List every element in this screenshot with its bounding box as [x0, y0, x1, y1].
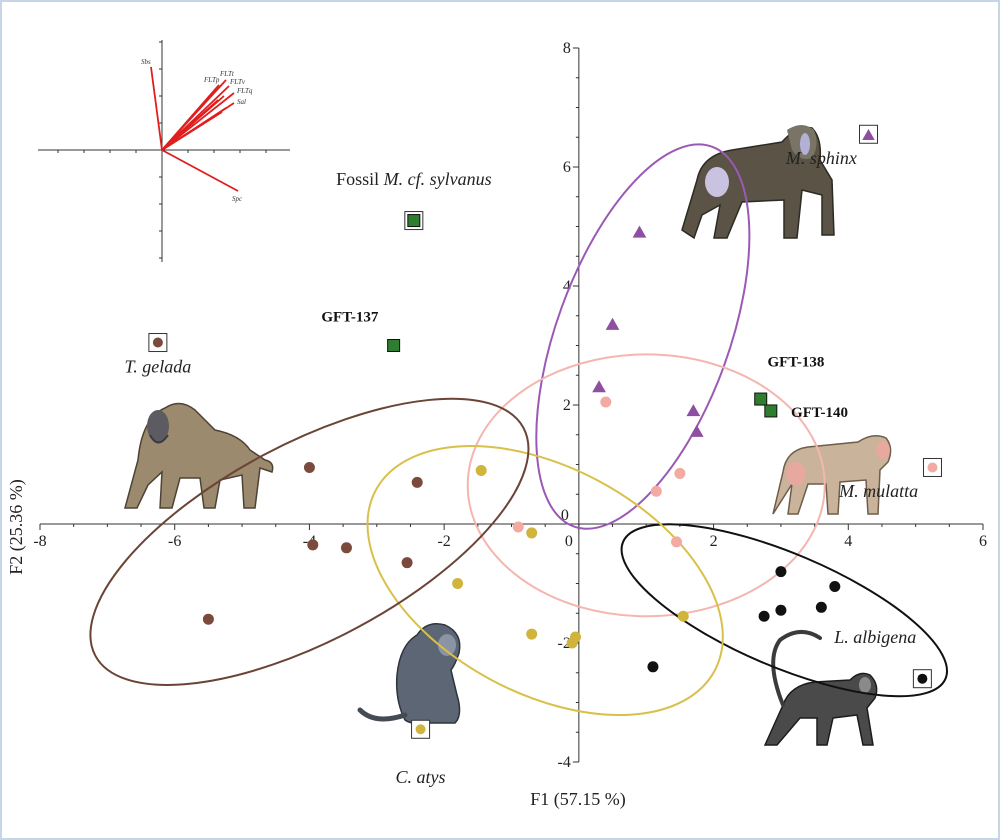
- legend-label-m-mulatta: M. mulatta: [838, 481, 918, 501]
- point-c-atys: [566, 637, 578, 649]
- inset-label-fltt: FLTt: [219, 70, 235, 78]
- inset-label-fltq: FLTq: [236, 87, 253, 95]
- legend-label-c-atys: C. atys: [396, 767, 446, 787]
- point-m-sphinx: [686, 404, 701, 417]
- fossil-label-fossil-m-cf-sylvanus: Fossil M. cf. sylvanus: [336, 169, 492, 189]
- point-l-albigena: [815, 601, 827, 613]
- specimen-label-gft-140: GFT-140: [791, 405, 848, 421]
- legend-marker-m-sphinx: [862, 129, 875, 140]
- point-t-gelada: [401, 557, 413, 569]
- x-tick-label: 6: [979, 533, 987, 550]
- point-c-atys: [526, 527, 538, 539]
- fossil-specimens: Fossil M. cf. sylvanusGFT-137GFT-138GFT-…: [321, 169, 848, 421]
- inset-label-sbs: Sbs: [141, 58, 151, 66]
- point-l-albigena: [775, 566, 787, 578]
- point-t-gelada: [340, 542, 352, 554]
- fossil-marker-gft-137: [387, 339, 401, 352]
- sooty-mangabey-illustration: [357, 623, 461, 724]
- ellipse-c-atys: [366, 445, 724, 717]
- inset-label-fltv: FLTv: [229, 78, 246, 86]
- inset-label-fltp: FLTp: [203, 76, 220, 84]
- ellipse-t-gelada: [89, 397, 530, 686]
- x-axis-title: F1 (57.15 %): [530, 789, 626, 810]
- fossil-marker-gft-138: [754, 392, 768, 406]
- point-l-albigena: [647, 661, 659, 673]
- point-c-atys: [526, 628, 538, 640]
- ellipse-m-sphinx: [535, 143, 751, 530]
- legend-label-t-gelada: T. gelada: [125, 356, 192, 376]
- y-tick-label: 2: [563, 397, 571, 414]
- grey-cheeked-mangabey-illustration: [763, 630, 878, 746]
- macaque-illustration: [772, 435, 892, 515]
- specimen-label-gft-138: GFT-138: [767, 354, 824, 370]
- point-t-gelada: [303, 461, 315, 473]
- point-t-gelada: [202, 613, 214, 625]
- data-points: [202, 225, 841, 673]
- ellipse-l-albigena: [620, 523, 949, 698]
- vector-fltp: [161, 84, 220, 151]
- legend-label-l-albigena: L. albigena: [833, 627, 916, 647]
- fossil-label-prefix: Fossil: [336, 169, 384, 189]
- fossil-marker-fossil-m-cf-sylvanus: [407, 214, 421, 228]
- point-m-sphinx: [605, 317, 620, 330]
- illustrations: [124, 125, 892, 746]
- species-legend: M. sphinx M. mulatta L. albigena C. atys T. …: [125, 124, 942, 787]
- point-m-sphinx: [632, 225, 647, 238]
- inset-vectors: [150, 66, 239, 192]
- inset-biplot: Sbs FLTt FLTp FLTv FLTq Sal Spc: [38, 40, 290, 262]
- x-tick-label: -8: [33, 533, 46, 550]
- legend-marker-l-albigena: [917, 673, 928, 684]
- point-m-mulatta: [671, 536, 683, 548]
- vector-spc: [161, 149, 239, 192]
- y-tick-label: 8: [563, 40, 571, 57]
- inset-label-spc: Spc: [232, 195, 243, 203]
- point-c-atys: [452, 578, 464, 589]
- point-m-sphinx: [689, 424, 704, 437]
- y-tick-label: -2: [558, 635, 571, 652]
- gelada-illustration: [124, 402, 274, 509]
- legend-marker-t-gelada: [152, 337, 163, 348]
- y-tick-label: 4: [563, 278, 571, 295]
- mandrill-illustration: [681, 125, 835, 240]
- point-m-mulatta: [600, 396, 612, 408]
- point-m-mulatta: [674, 467, 686, 479]
- fossil-marker-gft-140: [764, 404, 778, 418]
- y-tick-label: 6: [563, 159, 571, 176]
- y-tick-label: -4: [558, 754, 571, 771]
- point-l-albigena: [775, 604, 787, 616]
- y-tick-label: 0: [561, 507, 569, 524]
- x-tick-label: 2: [710, 533, 718, 550]
- point-m-sphinx: [592, 380, 606, 393]
- vector-b: [161, 99, 219, 151]
- fossil-label-taxon: M. cf. sylvanus: [383, 169, 492, 189]
- point-m-mulatta: [512, 521, 524, 533]
- confidence-ellipses: [89, 143, 949, 717]
- inset-ticks: [57, 41, 267, 259]
- y-axis-title: F2 (25.36 %): [6, 479, 27, 575]
- point-t-gelada: [411, 476, 423, 488]
- point-l-albigena: [829, 580, 841, 592]
- point-c-atys: [475, 464, 487, 476]
- legend-marker-c-atys: [415, 724, 426, 735]
- x-tick-label: -6: [168, 533, 181, 550]
- specimen-label-gft-137: GFT-137: [321, 310, 378, 326]
- point-c-atys: [677, 610, 689, 622]
- legend-marker-m-mulatta: [927, 462, 938, 473]
- point-t-gelada: [307, 539, 319, 551]
- legend-label-m-sphinx: M. sphinx: [785, 148, 857, 168]
- vector-d: [161, 111, 223, 151]
- x-tick-label: -2: [437, 533, 450, 550]
- x-tick-label: 0: [565, 533, 573, 550]
- inset-label-sal: Sal: [237, 98, 246, 106]
- vector-sbs: [150, 66, 163, 151]
- x-tick-label: 4: [844, 533, 852, 550]
- ellipse-m-mulatta: [466, 353, 826, 618]
- point-l-albigena: [758, 610, 770, 622]
- point-m-mulatta: [650, 485, 662, 497]
